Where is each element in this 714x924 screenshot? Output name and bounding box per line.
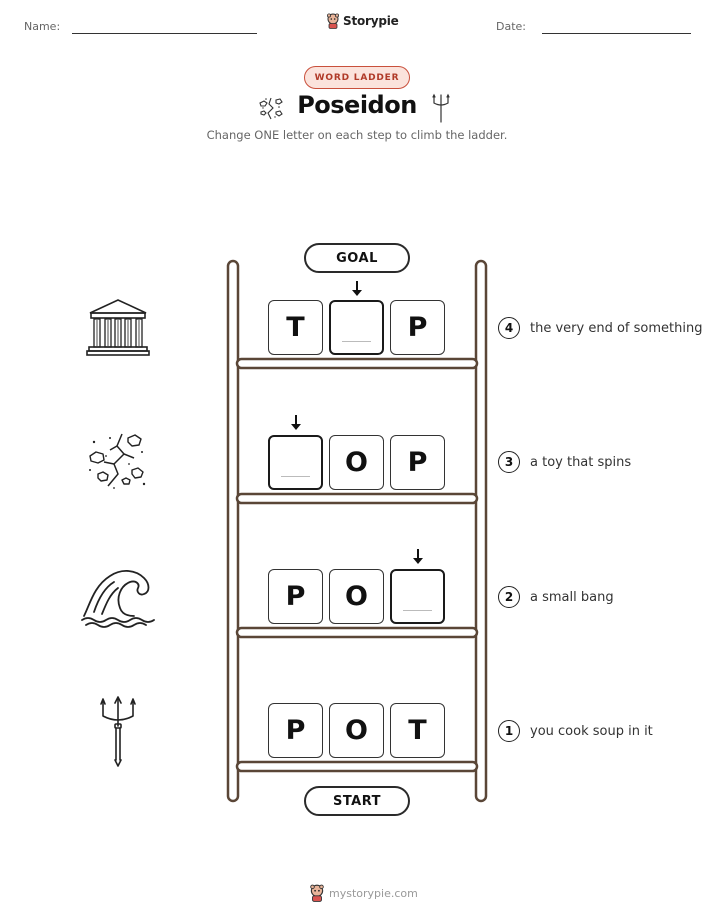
letter-tile: P	[390, 300, 445, 355]
arrow-down-icon	[291, 415, 301, 430]
ladder-right-rail	[474, 259, 488, 803]
ladder-rung	[235, 626, 479, 639]
blank-letter-tile[interactable]	[268, 435, 323, 490]
clue-text: a small bang	[530, 589, 614, 605]
clue-number: 3	[498, 451, 520, 473]
arrow-down-icon	[352, 281, 362, 296]
ladder-rung	[235, 492, 479, 505]
letter-tile: O	[329, 569, 384, 624]
clue-number: 2	[498, 586, 520, 608]
letter-tile: P	[268, 569, 323, 624]
ladder-rung	[235, 357, 479, 370]
ladder	[226, 259, 488, 803]
clue-row: 2 a small bang	[498, 586, 614, 608]
name-label: Name:	[24, 20, 61, 33]
footer-url[interactable]: mystorypie.com	[329, 886, 418, 900]
rubble-icon	[259, 97, 283, 120]
letter-tile: P	[268, 703, 323, 758]
brand-logo: Storypie	[326, 13, 399, 29]
clue-row: 3 a toy that spins	[498, 451, 631, 473]
letter-tile: O	[329, 703, 384, 758]
clue-text: you cook soup in it	[530, 723, 653, 739]
letter-tile: T	[268, 300, 323, 355]
brand-name: Storypie	[343, 14, 399, 28]
trident-icon	[100, 696, 136, 767]
ladder-left-rail	[226, 259, 240, 803]
footer: mystorypie.com	[309, 884, 418, 902]
ocean-wave-icon	[81, 570, 155, 628]
blank-letter-tile[interactable]	[329, 300, 384, 355]
blank-letter-tile[interactable]	[390, 569, 445, 624]
page-title: Poseidon	[297, 91, 417, 119]
storypie-mascot-icon	[326, 13, 339, 29]
clue-number: 1	[498, 720, 520, 742]
clue-text: a toy that spins	[530, 454, 632, 470]
letter-tile: T	[390, 703, 445, 758]
arrow-down-icon	[413, 549, 423, 564]
cracked-rocks-icon	[89, 433, 146, 489]
clue-text: the very end of something	[530, 320, 703, 336]
letter-tile: O	[329, 435, 384, 490]
ladder-rung	[235, 760, 479, 773]
clue-row: 1 you cook soup in it	[498, 720, 653, 742]
trident-small-icon	[432, 93, 450, 123]
goal-label: GOAL	[304, 243, 410, 273]
worksheet-type-badge: WORD LADDER	[304, 66, 410, 89]
date-label: Date:	[496, 20, 526, 33]
greek-temple-icon	[86, 299, 150, 356]
clue-row: 4 the very end of something	[498, 317, 702, 339]
letter-tile: P	[390, 435, 445, 490]
start-label: START	[304, 786, 410, 816]
clue-number: 4	[498, 317, 520, 339]
instructions: Change ONE letter on each step to climb …	[206, 128, 508, 142]
storypie-mascot-icon	[310, 884, 324, 902]
name-field[interactable]	[72, 33, 257, 34]
date-field[interactable]	[542, 33, 691, 34]
